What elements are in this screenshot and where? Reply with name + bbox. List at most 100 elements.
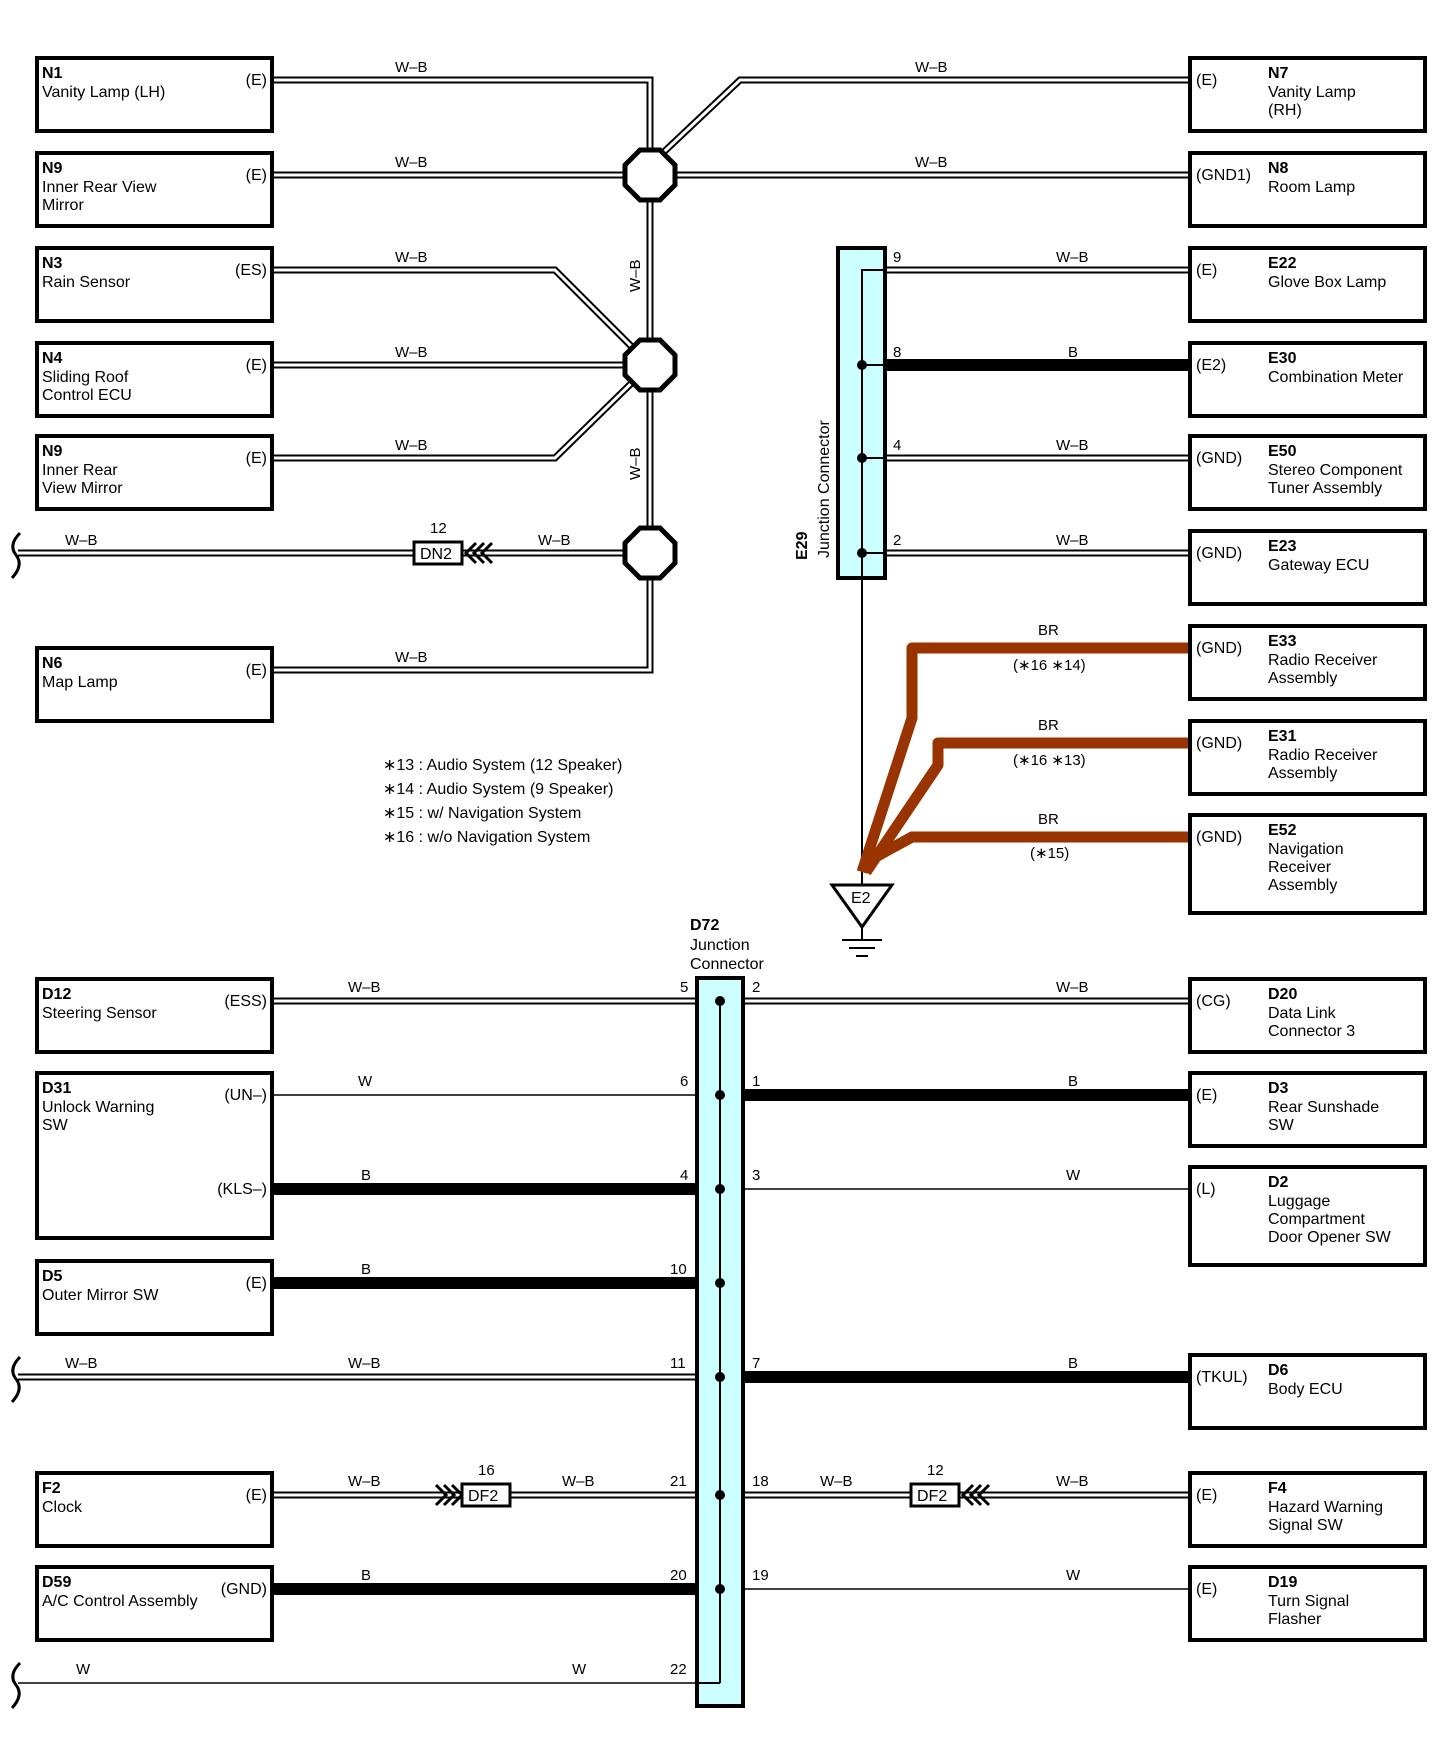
d72-pin: 20 <box>670 1567 687 1584</box>
component-name-line: Gateway ECU <box>1268 557 1369 574</box>
wire-label: B <box>361 1261 371 1278</box>
wire-label: W–B <box>1056 249 1089 266</box>
terminal-label: (E) <box>246 72 267 89</box>
connector-chevron-icon <box>960 1483 991 1507</box>
component-name-line: Vanity Lamp <box>1268 84 1356 101</box>
component-box <box>1188 719 1427 796</box>
terminal-label: (E) <box>1196 1487 1217 1504</box>
df2-right-pin: 12 <box>927 1462 944 1479</box>
component-name-line: Vanity Lamp (LH) <box>42 84 165 101</box>
d72-pin: 2 <box>752 979 760 996</box>
wire-label: W–B <box>395 344 428 361</box>
component-name-line: Glove Box Lamp <box>1268 274 1386 291</box>
terminal-label: (GND) <box>1196 545 1242 562</box>
component-name-line: Room Lamp <box>1268 179 1355 196</box>
wire-label: W <box>358 1073 373 1090</box>
component-box <box>1188 341 1427 418</box>
component-box <box>35 246 274 323</box>
component-name-line: Tuner Assembly <box>1268 480 1382 497</box>
terminal-label: (GND) <box>221 1581 267 1598</box>
component-name-line: Connector 3 <box>1268 1023 1355 1040</box>
component-id: D19 <box>1268 1574 1297 1591</box>
e29-id: E29 <box>794 531 811 560</box>
e29-name: Junction Connector <box>816 419 833 558</box>
connector-chevron-icon <box>463 541 494 565</box>
note-14: ∗14 : Audio System (9 Speaker) <box>383 781 613 798</box>
wire-label: W–B <box>1056 532 1089 549</box>
component-name-line: A/C Control Assembly <box>42 1593 198 1610</box>
wire-label: W–B <box>348 1355 381 1372</box>
d72-name-line: Connector <box>690 956 764 973</box>
wire-label: W–B <box>395 437 428 454</box>
component-id: E23 <box>1268 538 1297 555</box>
terminal-label: (CG) <box>1196 993 1231 1010</box>
terminal-label: (ES) <box>235 262 267 279</box>
component-id: N7 <box>1268 65 1289 82</box>
wire-label: W <box>1066 1167 1081 1184</box>
terminal-label: (ESS) <box>224 993 267 1010</box>
component-box <box>1188 529 1427 606</box>
component-name-line: Turn Signal <box>1268 1593 1349 1610</box>
wire-label: W–B <box>820 1473 853 1490</box>
wire-label: W–B <box>65 1355 98 1372</box>
condition-label: (∗15) <box>1030 845 1069 862</box>
wire-label: W <box>76 1661 91 1678</box>
component-name-line: SW <box>1268 1117 1295 1134</box>
wire-label: W–B <box>1056 1473 1089 1490</box>
wire-label: W–B <box>627 259 644 292</box>
component-box <box>1188 624 1427 701</box>
component-name-line: Door Opener SW <box>1268 1229 1392 1246</box>
wire-label: BR <box>1038 622 1059 639</box>
terminal-label: (E) <box>246 167 267 184</box>
terminal-label: (KLS–) <box>217 1181 267 1198</box>
e29-pin: 8 <box>893 344 901 361</box>
component-id: D6 <box>1268 1362 1289 1379</box>
component-box <box>1188 1565 1427 1642</box>
condition-label: (∗16 ∗13) <box>1013 752 1086 769</box>
component-id: D12 <box>42 986 71 1003</box>
d72-pin: 10 <box>670 1261 687 1278</box>
wire-label: B <box>1068 1355 1078 1372</box>
component-id: D59 <box>42 1574 71 1591</box>
dn2-label: DN2 <box>420 546 452 563</box>
d72-id: D72 <box>690 917 719 934</box>
e29-pin: 2 <box>893 532 901 549</box>
component-name-line: Steering Sensor <box>42 1005 157 1022</box>
condition-label: (∗16 ∗14) <box>1013 657 1086 674</box>
break-mark <box>10 531 22 580</box>
wire-label: W–B <box>538 532 571 549</box>
wire-label: W–B <box>395 59 428 76</box>
terminal-label: (E) <box>246 357 267 374</box>
component-box <box>35 151 274 228</box>
notes-legend: ∗13 : Audio System (12 Speaker) ∗14 : Au… <box>383 757 622 846</box>
component-box <box>1188 1165 1427 1267</box>
e2-label: E2 <box>851 890 871 907</box>
wire-label: B <box>1068 344 1078 361</box>
component-name-line: Assembly <box>1268 670 1337 687</box>
component-box <box>35 341 274 418</box>
wire-label: BR <box>1038 717 1059 734</box>
terminal-label: (E2) <box>1196 357 1226 374</box>
d72-pin: 19 <box>752 1567 769 1584</box>
wire-label: W–B <box>1056 437 1089 454</box>
component-id: N8 <box>1268 160 1289 177</box>
terminal-label: (E) <box>1196 1087 1217 1104</box>
component-id: D31 <box>42 1080 71 1097</box>
wire-label: W–B <box>915 59 948 76</box>
component-box <box>1188 246 1427 323</box>
component-box <box>1188 1353 1427 1430</box>
component-name-line: Stereo Component <box>1268 462 1403 479</box>
terminal-label: (E) <box>246 1275 267 1292</box>
component-box <box>1188 151 1427 228</box>
component-id: N4 <box>42 350 63 367</box>
d72-pin: 3 <box>752 1167 760 1184</box>
